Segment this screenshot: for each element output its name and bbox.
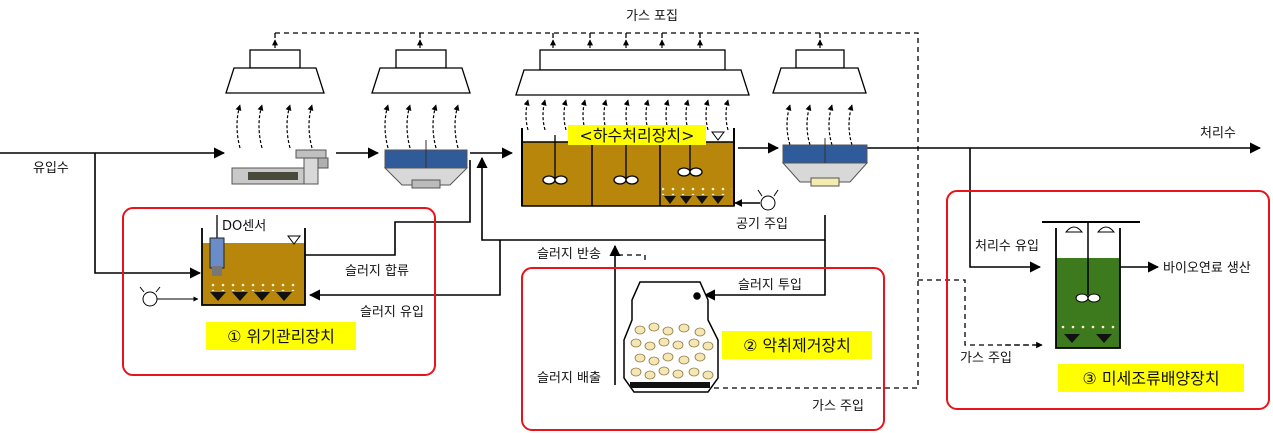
sludge-input-label: 슬러지 투입 [738, 278, 802, 293]
air-injection-label: 공기 주입 [736, 217, 788, 232]
gas-inflow-algae [612, 254, 1043, 349]
sewage-treatment-tank [521, 128, 735, 207]
inflow-label: 유입수 [33, 161, 69, 176]
crisis-air-blower-icon [139, 286, 199, 307]
hood-2 [371, 49, 471, 94]
air-blower-icon [757, 189, 779, 211]
hood-1 [225, 49, 325, 94]
treated-water-label: 처리수 [1200, 126, 1236, 141]
sludge-inflow-label: 슬러지 유입 [360, 305, 424, 320]
hood-4 [772, 49, 867, 94]
gas-injection-center-label: 가스 주입 [812, 399, 864, 414]
secondary-clarifier [781, 138, 869, 187]
sewage-plant-label-bg [568, 125, 706, 145]
gas-collection-label: 가스 포집 [626, 9, 678, 24]
crisis-unit-title: ① 위기관리장치 [227, 327, 335, 346]
odor-unit-frame [521, 267, 885, 431]
screen-pipe-equipment [231, 149, 329, 185]
main-flow-lines [0, 142, 1262, 385]
crisis-unit-title-bg [206, 322, 356, 350]
do-sensor-label: DO센서 [222, 219, 266, 234]
sludge-merge-label: 슬러지 합류 [345, 264, 409, 279]
hood-3 [515, 49, 750, 96]
crisis-tank [201, 215, 306, 306]
primary-clarifier [383, 140, 469, 189]
odor-unit-title-bg [722, 331, 872, 359]
odor-reactor [623, 281, 719, 393]
algae-unit-title-bg [1058, 364, 1244, 392]
algae-unit-frame [946, 190, 1270, 410]
algae-unit-title: ③ 미세조류배양장치 [1082, 369, 1219, 388]
crisis-unit-frame [122, 207, 436, 376]
biofuel-label: 바이오연료 생산 [1163, 261, 1251, 276]
treated-inflow-label: 처리수 유입 [975, 239, 1039, 254]
sludge-return-label: 슬러지 반송 [537, 247, 601, 262]
sewage-plant-label: <하수처리장치> [579, 126, 694, 145]
algae-reactor [1042, 221, 1140, 349]
odor-unit-title: ② 악취제거장치 [743, 336, 851, 355]
sludge-discharge-label: 슬러지 배출 [537, 371, 601, 386]
gas-injection-right-label: 가스 주입 [960, 351, 1012, 366]
